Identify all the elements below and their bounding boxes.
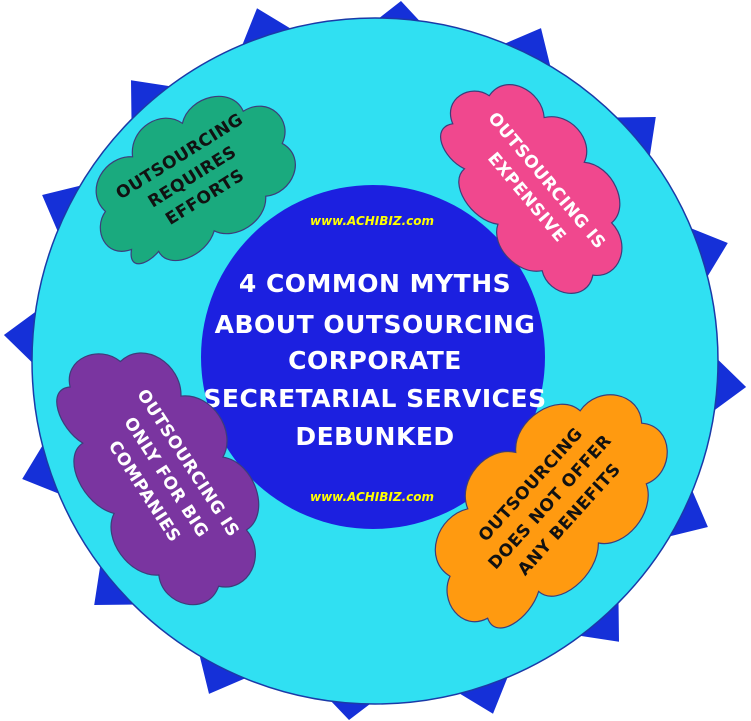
title-line-4: SECRETARIAL SERVICES xyxy=(203,384,546,413)
title-line-2: ABOUT OUTSOURCING xyxy=(215,310,536,339)
myth-cloud-expensive: OUTSOURCING IS EXPENSIVE xyxy=(440,84,623,294)
myth-cloud-big-companies: OUTSOURCING IS ONLY FOR BIG COMPANIES xyxy=(56,352,260,606)
center-circle xyxy=(201,185,545,529)
title-line-1: 4 COMMON MYTHS xyxy=(239,269,511,298)
watermark-top: www.ACHIBIZ.com xyxy=(310,214,434,228)
myth-cloud-benefits: OUTSOURCING DOES NOT OFFER ANY BENEFITS xyxy=(434,394,668,629)
watermark-bottom: www.ACHIBIZ.com xyxy=(310,490,434,504)
cloud-shape-efforts xyxy=(95,95,296,265)
title-line-3: CORPORATE xyxy=(288,346,462,375)
title-line-5: DEBUNKED xyxy=(295,422,454,451)
myth-cloud-efforts: OUTSOURCING REQUIRES EFFORTS xyxy=(95,95,296,265)
cloud-shape-benefits xyxy=(434,394,668,629)
cloud-shape-big-companies xyxy=(56,352,260,606)
cloud-shape-expensive xyxy=(440,84,623,294)
